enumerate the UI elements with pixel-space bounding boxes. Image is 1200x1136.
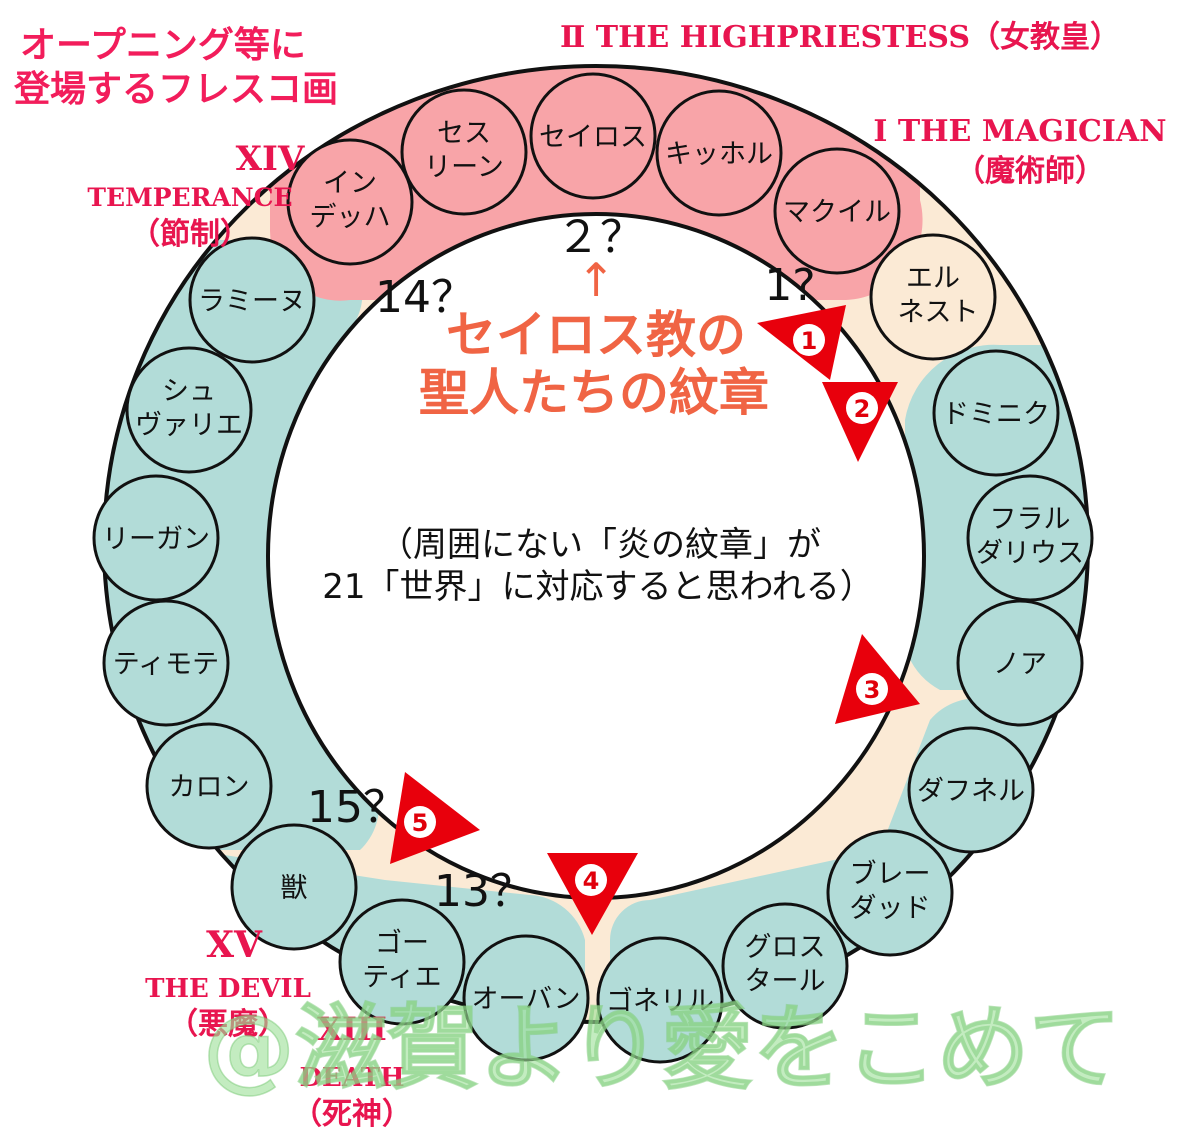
- number-13-label: 13？: [434, 866, 534, 917]
- marker-1: 1: [757, 305, 846, 380]
- marker-4: 4: [547, 853, 638, 935]
- saint-label-2: ティエ: [362, 962, 441, 993]
- red-markers: 1 2 3 4 5: [390, 305, 920, 935]
- seiros-title-line1: セイロス教の: [446, 306, 746, 364]
- saint-label: ティモテ: [113, 649, 219, 680]
- saint-label: グロス: [745, 932, 826, 963]
- saint-label: セス: [437, 118, 491, 149]
- tarot-temperance-line2: TEMPERANCE: [87, 183, 292, 212]
- saint-label: 獣: [281, 873, 308, 904]
- saint-label-2: ネスト: [898, 297, 979, 328]
- saint-charon: カロン: [145, 722, 273, 850]
- tarot-magician-line1: Ⅰ THE MAGICIAN: [873, 114, 1166, 149]
- up-arrow: ↑: [577, 253, 616, 307]
- saint-seiros: セイロス: [529, 72, 657, 200]
- watermark: @滋賀より愛をこめて: [203, 995, 1121, 1102]
- fresco-caption-line1: オープニング等に: [20, 25, 306, 66]
- center-note-line1: （周囲にない「炎の紋章」が: [379, 525, 821, 565]
- saint-label-2: ヴァリエ: [135, 410, 243, 441]
- saint-label: ノア: [993, 649, 1047, 680]
- saint-label: キッホル: [665, 139, 773, 170]
- number-2-label: ２？: [556, 212, 644, 263]
- number-15-label: 15？: [307, 782, 407, 833]
- saint-label: ブレー: [850, 859, 931, 890]
- saint-label: カロン: [169, 772, 250, 803]
- saint-label-2: リーン: [424, 152, 504, 183]
- saint-label: ゴネリル: [606, 986, 714, 1017]
- saint-label: リーガン: [102, 524, 210, 555]
- marker-3: 3: [835, 634, 920, 724]
- tarot-death-line3: （死神）: [292, 1097, 412, 1132]
- tarot-magician-line2: （魔術師）: [955, 154, 1105, 189]
- saint-label: セイロス: [539, 122, 647, 153]
- saint-timotheos: ティモテ: [102, 599, 230, 727]
- saint-label: ドミニク: [942, 399, 1050, 430]
- saint-label: シュ: [162, 376, 216, 407]
- number-1-label: 1?: [764, 260, 815, 311]
- tarot-temperance-line3: （節制）: [130, 217, 250, 252]
- marker-2: 2: [822, 382, 898, 462]
- saint-auban: オーバン: [462, 934, 590, 1062]
- saint-label-2: デッハ: [310, 202, 391, 233]
- saint-macuil: マクイル: [773, 147, 901, 275]
- saint-label: フラル: [990, 504, 1071, 535]
- tarot-devil-line1: XV: [206, 924, 263, 966]
- tarot-highpriestess: Ⅱ THE HIGHPRIESTESS（女教皇）: [560, 20, 1120, 55]
- saint-kihhol: キッホル: [655, 89, 783, 217]
- tarot-death-line2: DEATH: [299, 1063, 404, 1093]
- marker-2-num: 2: [854, 395, 871, 423]
- tarot-devil-line2: THE DEVIL: [145, 974, 311, 1004]
- marker-5-num: 5: [412, 809, 429, 837]
- marker-4-num: 4: [583, 867, 600, 895]
- seiros-title-line2: 聖人たちの紋章: [419, 364, 769, 422]
- saint-goneril: ゴネリル: [596, 936, 724, 1064]
- center-note-line2: 21「世界」に対応すると思われる）: [322, 567, 874, 607]
- saint-label: ゴー: [375, 928, 429, 959]
- tarot-death-line1: XIII: [317, 1010, 387, 1048]
- saint-label: ダフネル: [917, 776, 1025, 807]
- tarot-devil-line3: （悪魔）: [168, 1007, 288, 1042]
- number-14-label: 14？: [375, 272, 475, 323]
- saint-label: オーバン: [471, 984, 580, 1015]
- saint-label: イン: [323, 168, 377, 199]
- saint-label: ラミーヌ: [198, 286, 306, 317]
- fresco-caption-line2: 登場するフレスコ画: [13, 69, 338, 110]
- saint-label-2: ダッド: [850, 893, 931, 924]
- saint-noa: ノア: [956, 599, 1084, 727]
- saint-beast: 獣: [230, 823, 358, 951]
- saint-label-2: ダリウス: [976, 538, 1084, 569]
- saint-label: マクイル: [783, 197, 891, 228]
- marker-1-num: 1: [801, 327, 818, 355]
- tarot-temperance-line1: XIV: [236, 139, 305, 179]
- saint-riegan: リーガン: [92, 474, 220, 602]
- saint-label: エル: [906, 263, 960, 294]
- saint-label-2: タール: [745, 966, 826, 997]
- saint-lamine: ラミーヌ: [188, 236, 316, 364]
- saint-dominic: ドミニク: [932, 349, 1060, 477]
- marker-3-num: 3: [864, 676, 881, 704]
- saint-daphnel: ダフネル: [907, 726, 1035, 854]
- marker-5: 5: [390, 772, 480, 864]
